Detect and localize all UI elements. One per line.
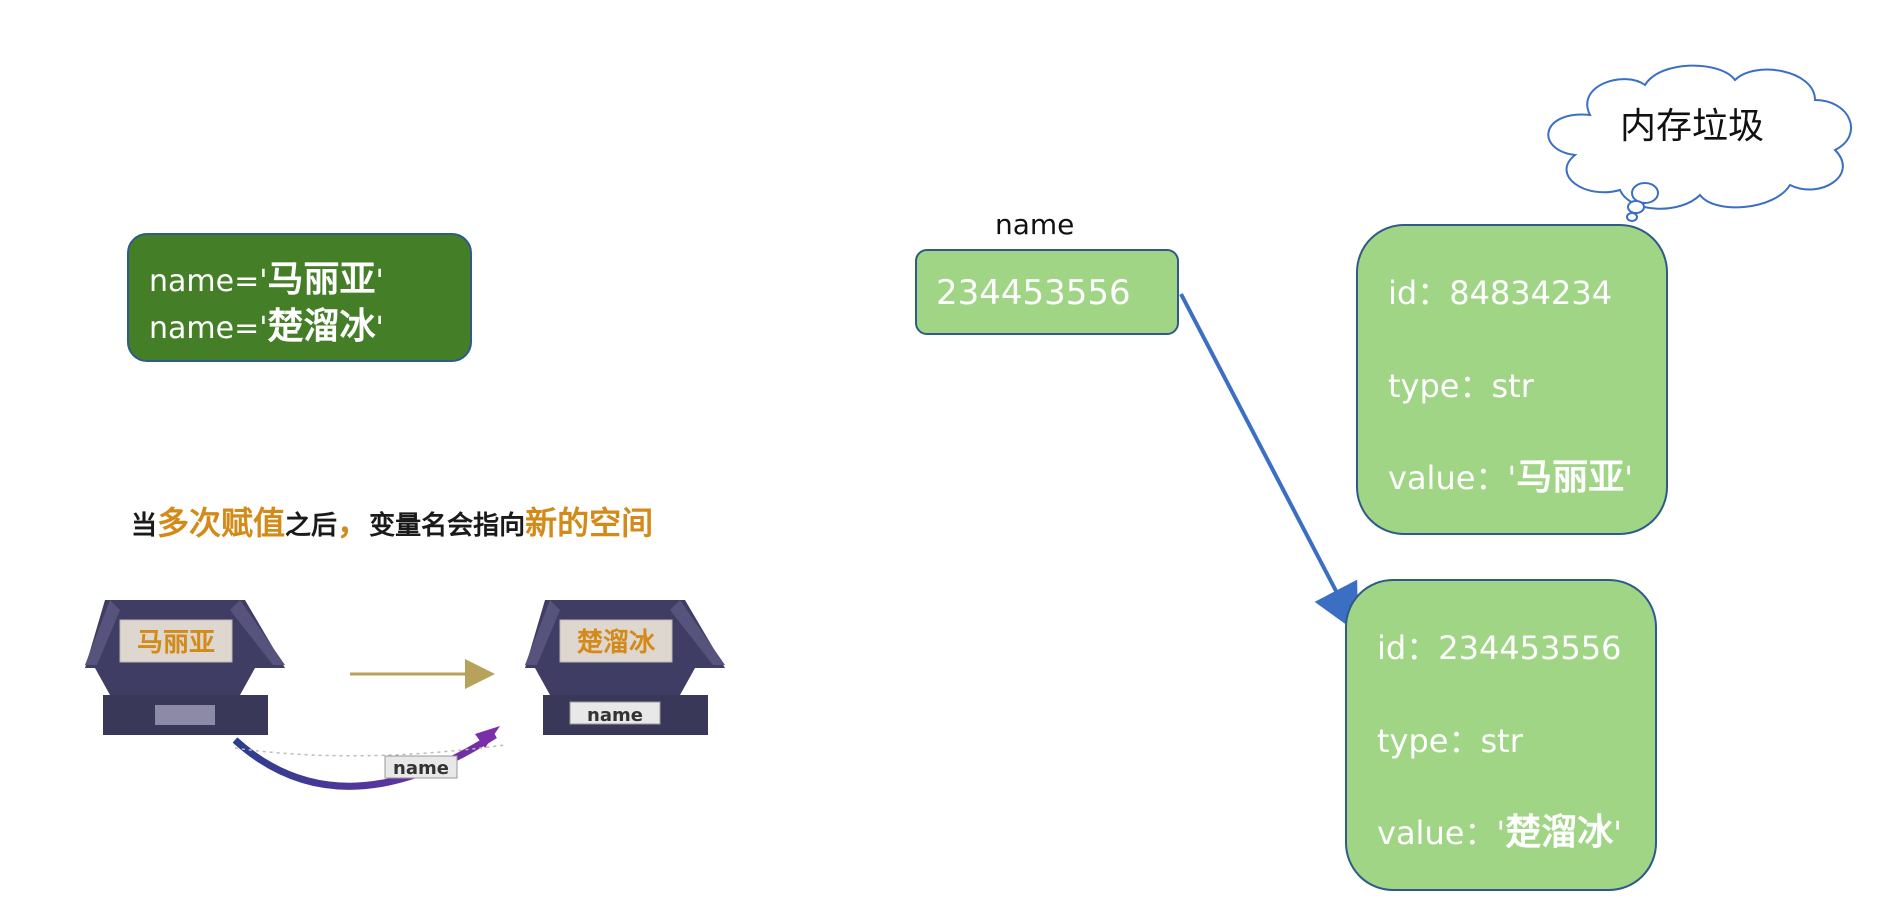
curved-arrow — [232, 731, 497, 790]
pointer-arrow — [1179, 293, 1359, 634]
value-text: 楚溜冰 — [1505, 812, 1614, 853]
code-value: 马丽亚 — [267, 259, 376, 300]
id-label: id： — [1388, 274, 1450, 312]
caption-highlight: 多次赋值 — [157, 504, 286, 542]
cloud-callout-icon — [1547, 64, 1853, 222]
cloud-text: 内存垃圾 — [1620, 106, 1765, 147]
quote: ' — [1496, 814, 1506, 852]
object-id: id：84834234 — [1388, 268, 1612, 314]
code-box: name='马丽亚' name='楚溜冰' — [127, 233, 472, 362]
type-value: str — [1491, 367, 1534, 405]
code-prefix: name=' — [149, 311, 268, 346]
code-line-2: name='楚溜冰' — [149, 304, 470, 351]
id-value: 234453556 — [1438, 629, 1622, 667]
variable-address: 234453556 — [936, 273, 1131, 313]
caption-comma: ， — [337, 504, 370, 542]
type-label: type： — [1377, 722, 1481, 760]
code-value: 楚溜冰 — [267, 306, 376, 347]
object-box-current: id：234453556 type：str value：'楚溜冰' — [1345, 579, 1657, 891]
object-value: value：'马丽亚' — [1388, 448, 1633, 500]
object-type: type：str — [1388, 361, 1534, 407]
reassignment-illustration: 马丽亚 楚溜冰 name name — [85, 600, 725, 790]
object-type: type：str — [1377, 716, 1523, 762]
moving-tag-box — [384, 755, 458, 779]
id-label: id： — [1377, 629, 1439, 667]
caption-part: 之后 — [285, 511, 338, 541]
moving-name-tag: name — [393, 758, 449, 779]
box-left-label: 马丽亚 — [137, 628, 215, 658]
box-right-icon — [525, 600, 725, 735]
dotted-path — [234, 744, 506, 757]
type-label: type： — [1388, 367, 1492, 405]
code-suffix: ' — [375, 311, 384, 346]
code-suffix: ' — [375, 264, 384, 299]
variable-label: name — [995, 208, 1075, 241]
id-value: 84834234 — [1449, 274, 1613, 312]
value-text: 马丽亚 — [1516, 457, 1625, 498]
code-prefix: name=' — [149, 264, 268, 299]
caption-part: 变量名会指向 — [369, 511, 526, 541]
quote: ' — [1624, 459, 1634, 497]
caption-highlight: 新的空间 — [525, 504, 654, 542]
caption-part: 当 — [131, 511, 158, 541]
value-label: value： — [1377, 814, 1497, 852]
box-left-icon — [85, 600, 285, 735]
value-label: value： — [1388, 459, 1508, 497]
code-line-1: name='马丽亚' — [149, 257, 470, 304]
quote: ' — [1507, 459, 1517, 497]
quote: ' — [1613, 814, 1623, 852]
caption: 当多次赋值之后，变量名会指向新的空间 — [131, 498, 653, 544]
box-right-label: 楚溜冰 — [577, 627, 656, 658]
variable-box: 234453556 — [915, 249, 1179, 335]
object-box-garbage: id：84834234 type：str value：'马丽亚' — [1356, 224, 1668, 535]
object-id: id：234453556 — [1377, 623, 1621, 669]
type-value: str — [1480, 722, 1523, 760]
curved-arrow-head — [475, 726, 500, 748]
right-name-tag: name — [587, 705, 643, 726]
object-value: value：'楚溜冰' — [1377, 803, 1622, 855]
